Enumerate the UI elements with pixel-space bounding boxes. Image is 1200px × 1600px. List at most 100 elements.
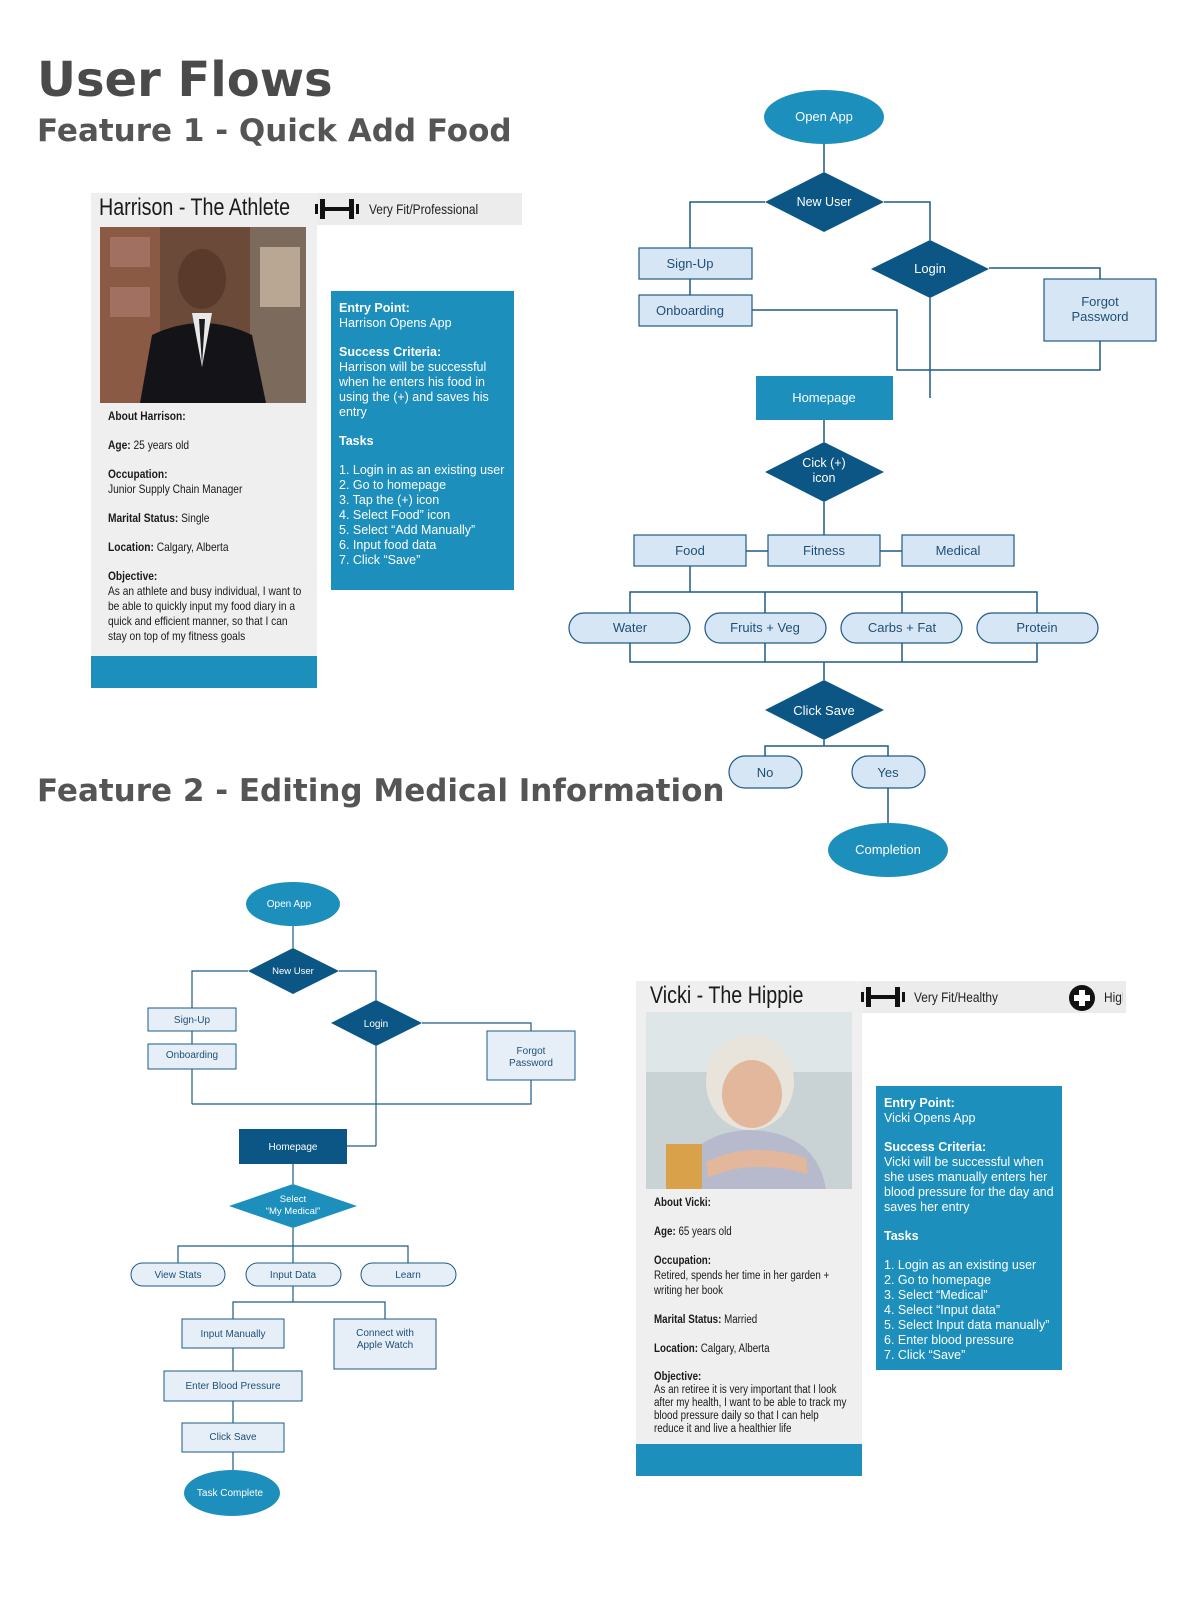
flow2-select-medical-decision: Select “My Medical”: [229, 1184, 357, 1228]
svg-text:Sign-Up: Sign-Up: [667, 256, 714, 271]
fitness-tag: Very Fit/Healthy: [914, 989, 999, 1005]
task-item: 5. Select “Add Manually”: [339, 523, 476, 537]
flow1-protein-pill: Protein: [976, 612, 1099, 644]
svg-text:Connect with: Connect with: [356, 1328, 414, 1339]
flow2-view-stats-pill: View Stats: [130, 1262, 226, 1287]
svg-text:Fruits + Veg: Fruits + Veg: [730, 620, 800, 635]
dumbbell-icon: [859, 984, 907, 1015]
svg-text:Sign-Up: Sign-Up: [174, 1015, 211, 1026]
task-item: 7. Click “Save”: [884, 1348, 966, 1362]
svg-text:New User: New User: [272, 966, 314, 977]
task-card-harrison: Entry Point:Harrison Opens App Success C…: [331, 291, 514, 590]
svg-text:Cick (+): Cick (+): [802, 456, 845, 470]
dumbbell-icon: [313, 196, 361, 227]
flow2-open-app-node: Open App: [246, 882, 340, 926]
task-item: 4. Select Food” icon: [339, 508, 451, 522]
flow2-login-decision: Login: [331, 1000, 422, 1046]
flow1-sign-up-box: Sign-Up: [638, 247, 753, 280]
svg-text:Forgot: Forgot: [517, 1046, 546, 1057]
svg-text:No: No: [757, 765, 774, 780]
svg-text:Apple Watch: Apple Watch: [357, 1340, 413, 1351]
svg-text:Click Save: Click Save: [209, 1432, 257, 1443]
feature-1-heading: Feature 1 - Quick Add Food: [37, 113, 512, 149]
svg-text:Fitness: Fitness: [803, 543, 845, 558]
harrison-photo: [100, 227, 306, 403]
svg-text:Login: Login: [364, 1019, 388, 1030]
about-harrison: About Harrison: Age: 25 years old Occupa…: [108, 409, 302, 643]
flow2-input-data-pill: Input Data: [245, 1262, 342, 1287]
flow1-connectors: [629, 144, 1101, 824]
flow1-carbs-fat-pill: Carbs + Fat: [840, 612, 963, 644]
flow1-new-user-decision: New User: [765, 172, 884, 232]
about-vicki: About Vicki: Age: 65 years old Occupatio…: [654, 1197, 847, 1435]
medical-cross-icon: [1068, 984, 1096, 1017]
flow1-click-save-decision: Click Save: [765, 680, 884, 740]
flow1-onboarding-box: Onboarding: [638, 294, 753, 327]
svg-text:Password: Password: [509, 1058, 553, 1069]
flow1-fruits-veg-pill: Fruits + Veg: [704, 612, 827, 644]
svg-text:Forgot: Forgot: [1081, 294, 1119, 309]
svg-text:Login: Login: [914, 261, 946, 276]
flow2-forgot-password-box: Forgot Password: [486, 1030, 576, 1081]
flow1-fitness-box: Fitness: [767, 534, 881, 567]
flow1-water-pill: Water: [568, 612, 691, 644]
svg-text:Select: Select: [280, 1194, 307, 1205]
svg-text:Medical: Medical: [936, 543, 981, 558]
svg-text:icon: icon: [813, 471, 836, 485]
flow1-completion-node: Completion: [828, 823, 948, 877]
svg-text:Carbs + Fat: Carbs + Fat: [868, 620, 937, 635]
flow1-no-pill: No: [728, 755, 803, 789]
flow2-new-user-decision: New User: [248, 948, 339, 994]
flow1-open-app-node: Open App: [764, 90, 884, 144]
flow1-medical-box: Medical: [901, 534, 1015, 567]
task-item: 3. Tap the (+) icon: [339, 493, 440, 507]
task-item: 7. Click “Save”: [339, 553, 421, 567]
svg-text:Homepage: Homepage: [792, 390, 856, 405]
svg-text:Enter Blood Pressure: Enter Blood Pressure: [185, 1381, 280, 1392]
flow2-input-manually-box: Input Manually: [181, 1318, 285, 1349]
flow1-food-box: Food: [633, 534, 747, 567]
svg-text:Onboarding: Onboarding: [166, 1050, 218, 1061]
svg-text:Onboarding: Onboarding: [656, 303, 724, 318]
svg-text:Password: Password: [1071, 309, 1128, 324]
svg-text:View Stats: View Stats: [154, 1270, 201, 1281]
fitness-tag: Very Fit/Professional: [369, 201, 479, 217]
vicki-photo: [646, 1012, 852, 1189]
flow2-sign-up-box: Sign-Up: [147, 1007, 237, 1032]
task-card-vicki: Entry Point:Vicki Opens App Success Crit…: [876, 1086, 1062, 1370]
svg-text:Click Save: Click Save: [793, 703, 854, 718]
flow2-enter-blood-pressure-box: Enter Blood Pressure: [163, 1370, 303, 1402]
svg-text:Yes: Yes: [877, 765, 899, 780]
svg-text:Learn: Learn: [395, 1270, 421, 1281]
persona-name: Harrison - The Athlete: [99, 194, 291, 221]
flow2-onboarding-box: Onboarding: [147, 1043, 237, 1070]
svg-text:Input Data: Input Data: [270, 1270, 317, 1281]
task-item: 3. Select “Medical”: [884, 1288, 988, 1302]
flow2-task-complete-node: Task Complete: [184, 1470, 280, 1516]
task-item: 4. Select “Input data”: [884, 1303, 1001, 1317]
svg-text:Protein: Protein: [1016, 620, 1057, 635]
flow2-connect-apple-watch-box: Connect with Apple Watch: [333, 1318, 437, 1370]
feature-2-heading: Feature 2 - Editing Medical Information: [37, 773, 725, 809]
task-item: 1. Login as an existing user: [884, 1258, 1037, 1272]
svg-text:Input Manually: Input Manually: [200, 1329, 265, 1340]
svg-text:Homepage: Homepage: [269, 1142, 318, 1153]
task-item: 6. Enter blood pressure: [884, 1333, 1014, 1347]
flow2-learn-pill: Learn: [360, 1262, 457, 1287]
task-item: 5. Select Input data manually”: [884, 1318, 1050, 1332]
svg-text:Food: Food: [675, 543, 705, 558]
flow2-click-save-box: Click Save: [181, 1422, 285, 1453]
svg-text:Task Complete: Task Complete: [197, 1488, 264, 1499]
svg-text:Water: Water: [613, 620, 648, 635]
flow1-click-icon-decision: Cick (+) icon: [765, 442, 884, 502]
persona-footer-bar: [636, 1444, 862, 1476]
persona-name: Vicki - The Hippie: [650, 982, 804, 1009]
svg-text:Open App: Open App: [267, 899, 312, 910]
task-item: 2. Go to homepage: [884, 1273, 992, 1287]
svg-text:New User: New User: [797, 195, 852, 209]
flow1-forgot-password-box: Forgot Password: [1043, 278, 1157, 342]
svg-text:Completion: Completion: [855, 842, 921, 857]
task-item: 6. Input food data: [339, 538, 437, 552]
flow2-homepage-box: Homepage: [239, 1129, 347, 1164]
